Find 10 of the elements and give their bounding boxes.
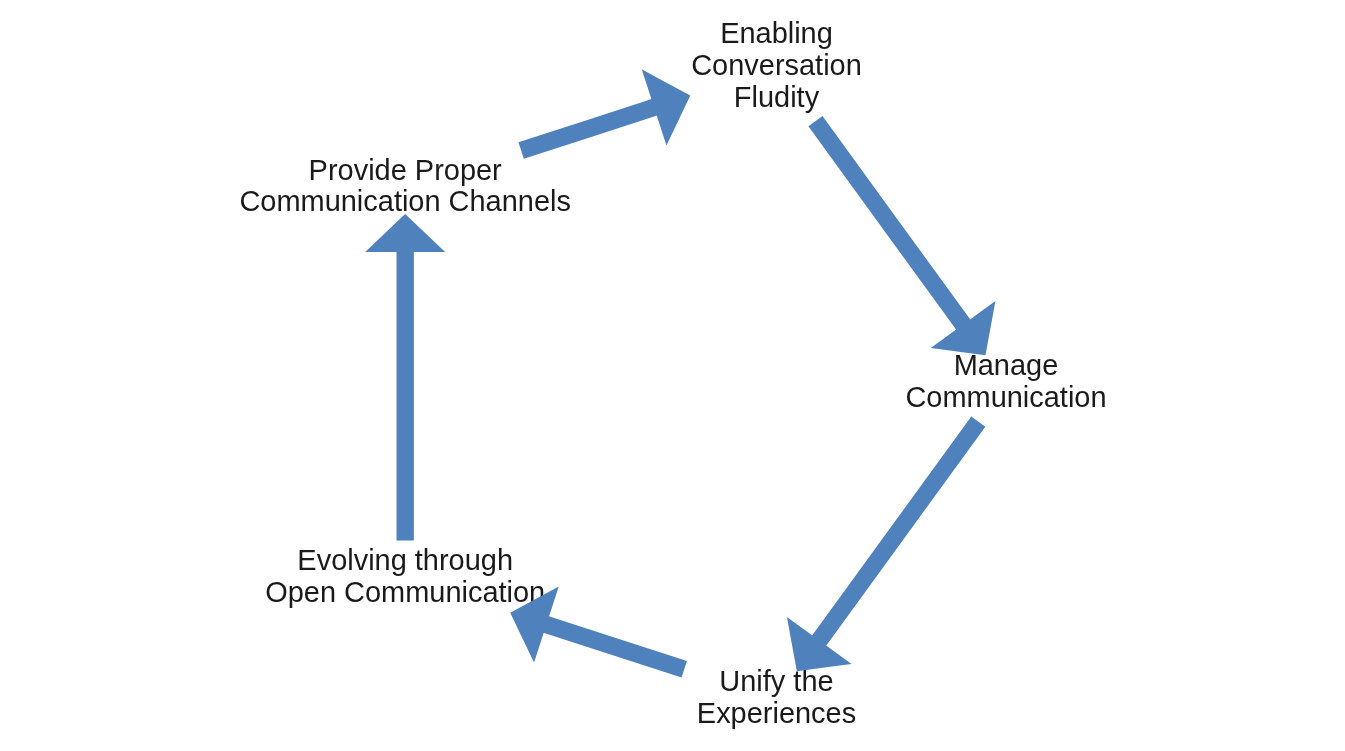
node-text: Provide Proper Communication Channels xyxy=(238,153,571,218)
node-text: Unify the Experiences xyxy=(696,664,856,729)
arrow xyxy=(364,214,445,541)
node-text: Manage Communication xyxy=(904,348,1107,413)
node-text: Evolving through Open Communication xyxy=(264,543,545,608)
arrow xyxy=(786,416,985,672)
node-text: Enabling Conversation Fludity xyxy=(690,16,862,113)
arrow xyxy=(509,586,687,678)
arrow xyxy=(518,69,690,159)
arrow xyxy=(807,116,995,356)
